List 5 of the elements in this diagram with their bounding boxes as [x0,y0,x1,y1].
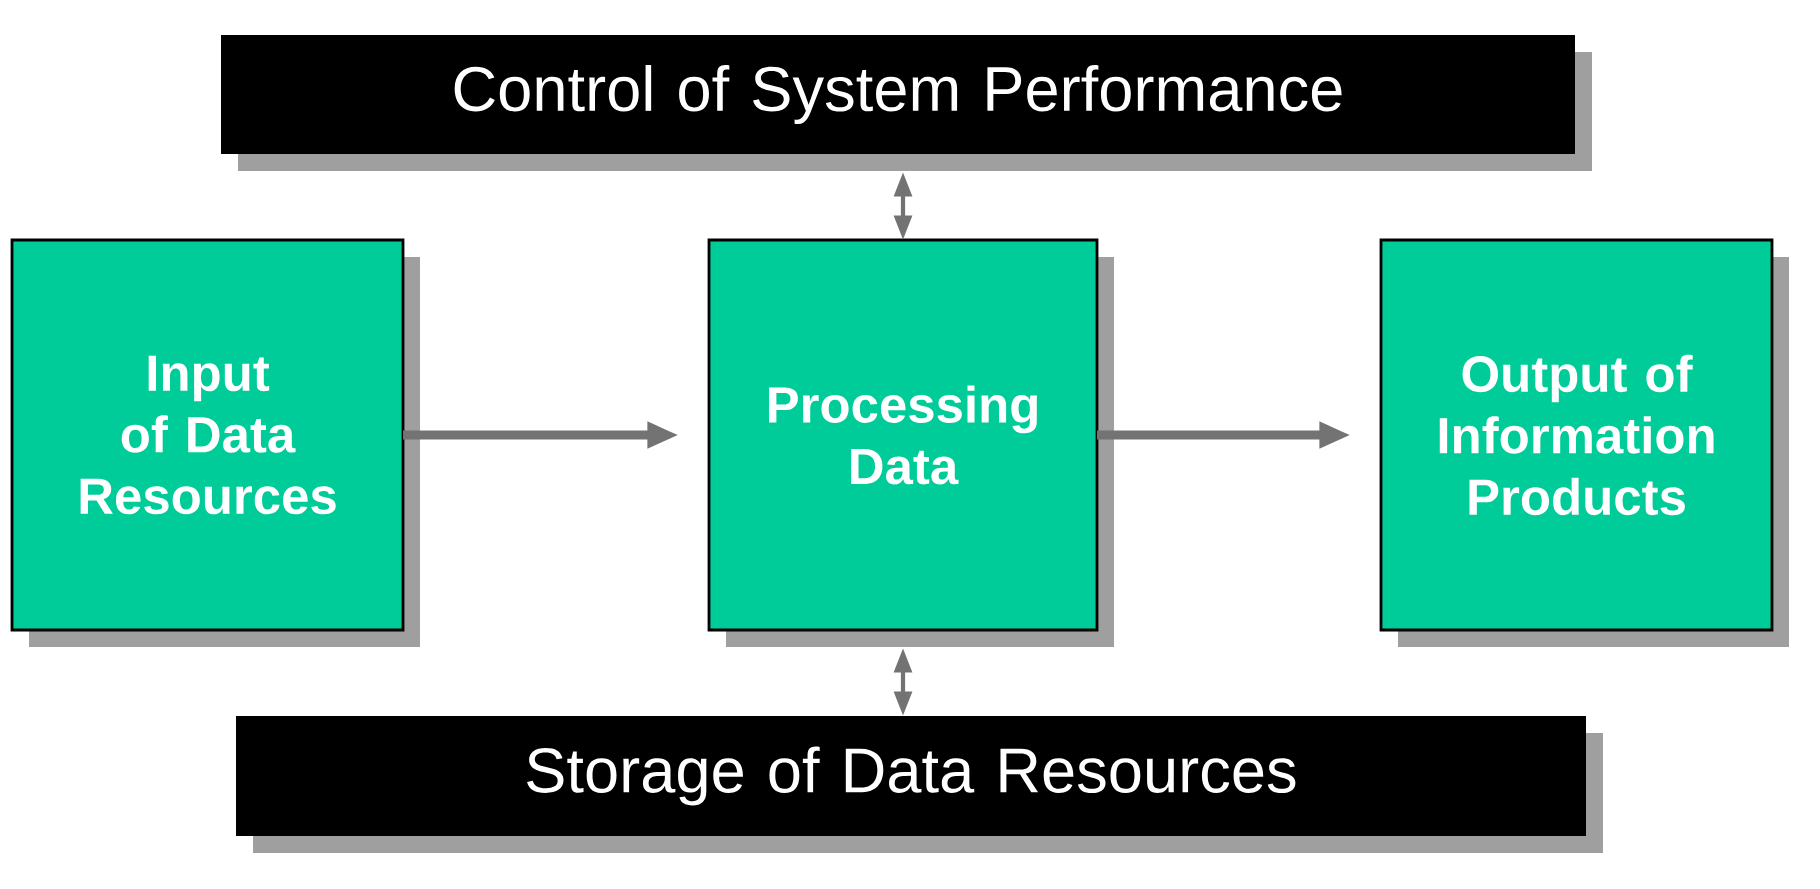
process-box: Output of Information Products [1379,238,1789,647]
banner-box: Storage of Data Resources [236,716,1603,853]
banner-box: Control of System Performance [221,35,1592,171]
process-box: Processing Data [707,238,1114,647]
process-box: Input of Data Resources [10,238,420,647]
